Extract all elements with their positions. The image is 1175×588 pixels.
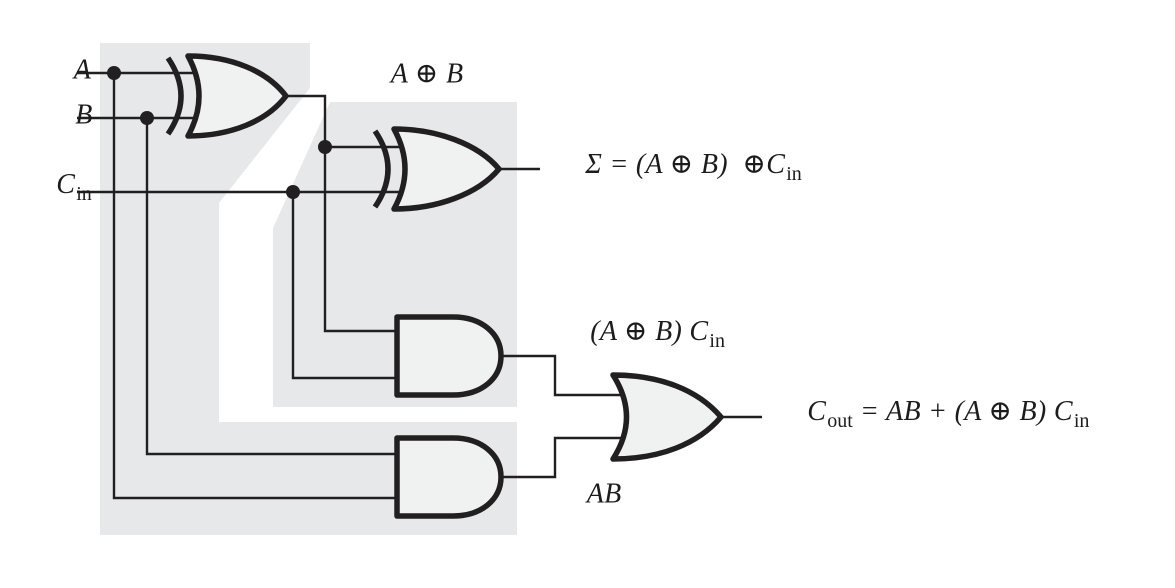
label-carry-output: Cout = AB + (A ⊕ B) Cin	[778, 370, 1089, 459]
wire-xor1-out-to-and1	[283, 94, 400, 333]
label-cout-expression: = AB + (A ⊕ B) C	[852, 395, 1073, 427]
label-xor-ab-text: A ⊕ B	[390, 58, 464, 90]
label-xor-ab: A ⊕ B	[362, 32, 463, 116]
and1-gate-body	[394, 314, 504, 398]
label-and-ab-term: AB	[558, 452, 622, 536]
label-and-cin-subscript: in	[709, 329, 725, 352]
label-cout-subscript-out: out	[827, 409, 853, 432]
gates	[165, 53, 724, 519]
label-input-cin: Cin	[27, 143, 92, 232]
wire-b-to-and2	[145, 118, 400, 456]
xor2-gate-back-arc	[372, 129, 391, 209]
label-input-cin-text: C	[56, 168, 76, 200]
label-sum-output: Σ = (A ⊕ B) ⊕Cin	[556, 123, 802, 212]
or-gate-body	[610, 372, 724, 462]
label-sum-subscript: in	[786, 162, 802, 185]
label-input-b-text: B	[75, 99, 93, 131]
label-and-cin-text: (A ⊕ B) C	[590, 315, 709, 347]
label-input-a-text: A	[73, 54, 92, 86]
junction-dot-cin	[286, 185, 300, 199]
label-cout-subscript-in: in	[1073, 409, 1090, 432]
label-input-a: A	[45, 28, 91, 112]
label-cout-c: C	[807, 395, 827, 427]
label-sum-text: Σ = (A ⊕ B) ⊕C	[585, 148, 786, 180]
junction-dot-b	[140, 111, 154, 125]
label-and-cin-term: (A ⊕ B) Cin	[561, 290, 725, 379]
wires	[77, 71, 762, 500]
xor2-gate-body	[391, 126, 502, 212]
and2-gate-body	[394, 435, 504, 519]
wire-and1-to-or	[500, 354, 632, 397]
wire-and2-to-or	[500, 436, 632, 479]
junction-dot-xor1-out	[318, 140, 332, 154]
shade-left-region	[100, 43, 517, 535]
junction-dot-a	[107, 66, 121, 80]
wire-a-to-and2	[112, 73, 400, 500]
xor1-gate-back-arc	[165, 56, 184, 136]
label-and-ab-text: AB	[586, 478, 622, 510]
junction-dots	[107, 66, 332, 199]
wire-cin-to-and1	[291, 192, 400, 380]
label-input-cin-subscript: in	[76, 182, 92, 205]
xor1-gate-body	[185, 53, 289, 139]
label-input-b: B	[46, 73, 93, 157]
